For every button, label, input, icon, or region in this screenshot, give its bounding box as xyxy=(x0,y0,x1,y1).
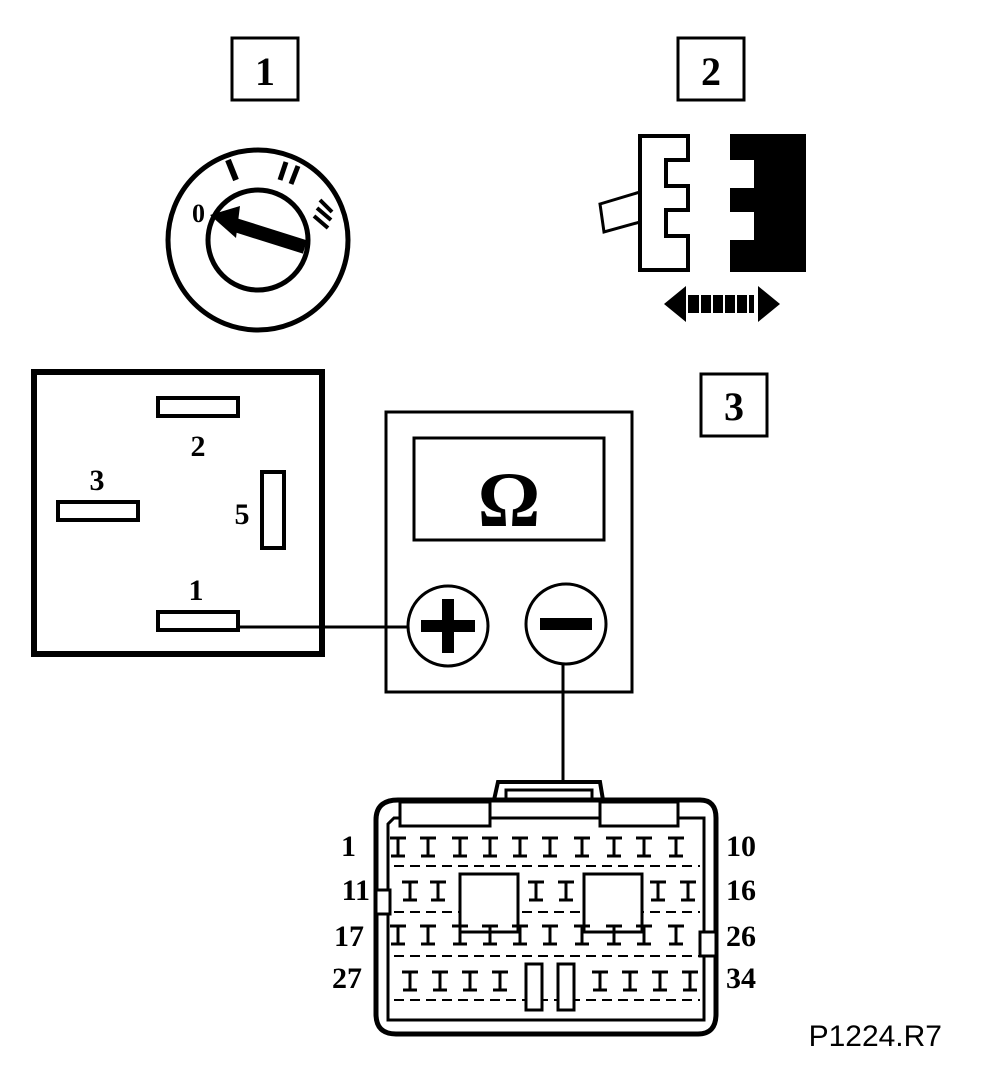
step-2-label: 2 xyxy=(676,36,746,102)
relay-terminal-5-label: 5 xyxy=(235,498,250,531)
connector-pin xyxy=(452,924,468,946)
connector-pin xyxy=(606,836,622,858)
row-start-1: 1 xyxy=(341,830,356,863)
double-arrow-icon xyxy=(664,286,780,322)
connector-pin xyxy=(482,836,498,858)
relay-terminal-3 xyxy=(56,500,140,522)
connector-pin xyxy=(430,880,446,902)
row-start-11: 11 xyxy=(342,874,370,907)
relay-terminal-2 xyxy=(156,396,240,418)
step-3-label: 3 xyxy=(699,372,769,438)
minus-terminal xyxy=(524,582,608,666)
meter-display xyxy=(412,436,606,542)
row-end-16: 16 xyxy=(726,874,756,907)
connector-pin xyxy=(680,880,696,902)
connector-pin xyxy=(558,880,574,902)
connector-pin xyxy=(390,836,406,858)
connector-pin xyxy=(420,836,436,858)
connector-pin xyxy=(650,880,666,902)
position-II-mark xyxy=(277,161,301,185)
connector-pin xyxy=(402,880,418,902)
step-3-number: 3 xyxy=(724,384,744,429)
row-end-34: 34 xyxy=(726,962,756,995)
step-1-label: 1 xyxy=(230,36,300,102)
connector-pin xyxy=(432,970,448,992)
key-arrow-icon xyxy=(210,206,308,254)
position-I-mark xyxy=(225,158,239,182)
step-2-number: 2 xyxy=(701,49,721,94)
connector-pin xyxy=(542,924,558,946)
relay-terminal-1-label: 1 xyxy=(189,574,204,607)
connector-pin xyxy=(462,970,478,992)
connector-pin xyxy=(512,924,528,946)
ohmmeter-icon: Ω xyxy=(384,410,634,694)
connector-pin xyxy=(420,924,436,946)
connector-pins xyxy=(390,836,698,992)
connector-pin xyxy=(636,836,652,858)
connector-pin xyxy=(574,836,590,858)
connector-pin xyxy=(452,836,468,858)
connector-pin xyxy=(636,924,652,946)
connector-pin xyxy=(482,924,498,946)
connector-pin xyxy=(592,970,608,992)
ohm-symbol: Ω xyxy=(478,456,540,543)
connector-pin xyxy=(668,924,684,946)
relay-terminal-5 xyxy=(260,470,286,550)
relay-terminal-3-label: 3 xyxy=(90,464,105,497)
relay-socket: 2 3 5 1 xyxy=(31,369,325,657)
connector-pin xyxy=(528,880,544,902)
connector-pin xyxy=(622,970,638,992)
position-0-label: 0 xyxy=(192,199,205,228)
connector-pin xyxy=(682,970,698,992)
connector-pin xyxy=(492,970,508,992)
relay-terminal-1 xyxy=(156,610,240,632)
step-1-number: 1 xyxy=(255,49,275,94)
control-unit-connector xyxy=(373,780,719,1037)
row-start-27: 27 xyxy=(332,962,362,995)
relay-terminal-2-label: 2 xyxy=(191,430,206,463)
row-end-26: 26 xyxy=(726,920,756,953)
connector-pin xyxy=(606,924,622,946)
ignition-switch-icon: 0 xyxy=(165,147,351,333)
row-end-10: 10 xyxy=(726,830,756,863)
connector-pin xyxy=(652,970,668,992)
row-start-17: 17 xyxy=(334,920,364,953)
connector-plug-icon xyxy=(598,134,806,322)
connector-pin xyxy=(542,836,558,858)
figure-reference: P1224.R7 xyxy=(809,1020,942,1053)
connector-pin xyxy=(402,970,418,992)
plus-terminal xyxy=(406,584,490,668)
position-III-mark xyxy=(312,198,334,230)
connector-pin xyxy=(390,924,406,946)
connector-pin xyxy=(668,836,684,858)
connector-pin xyxy=(574,924,590,946)
connector-pin xyxy=(512,836,528,858)
